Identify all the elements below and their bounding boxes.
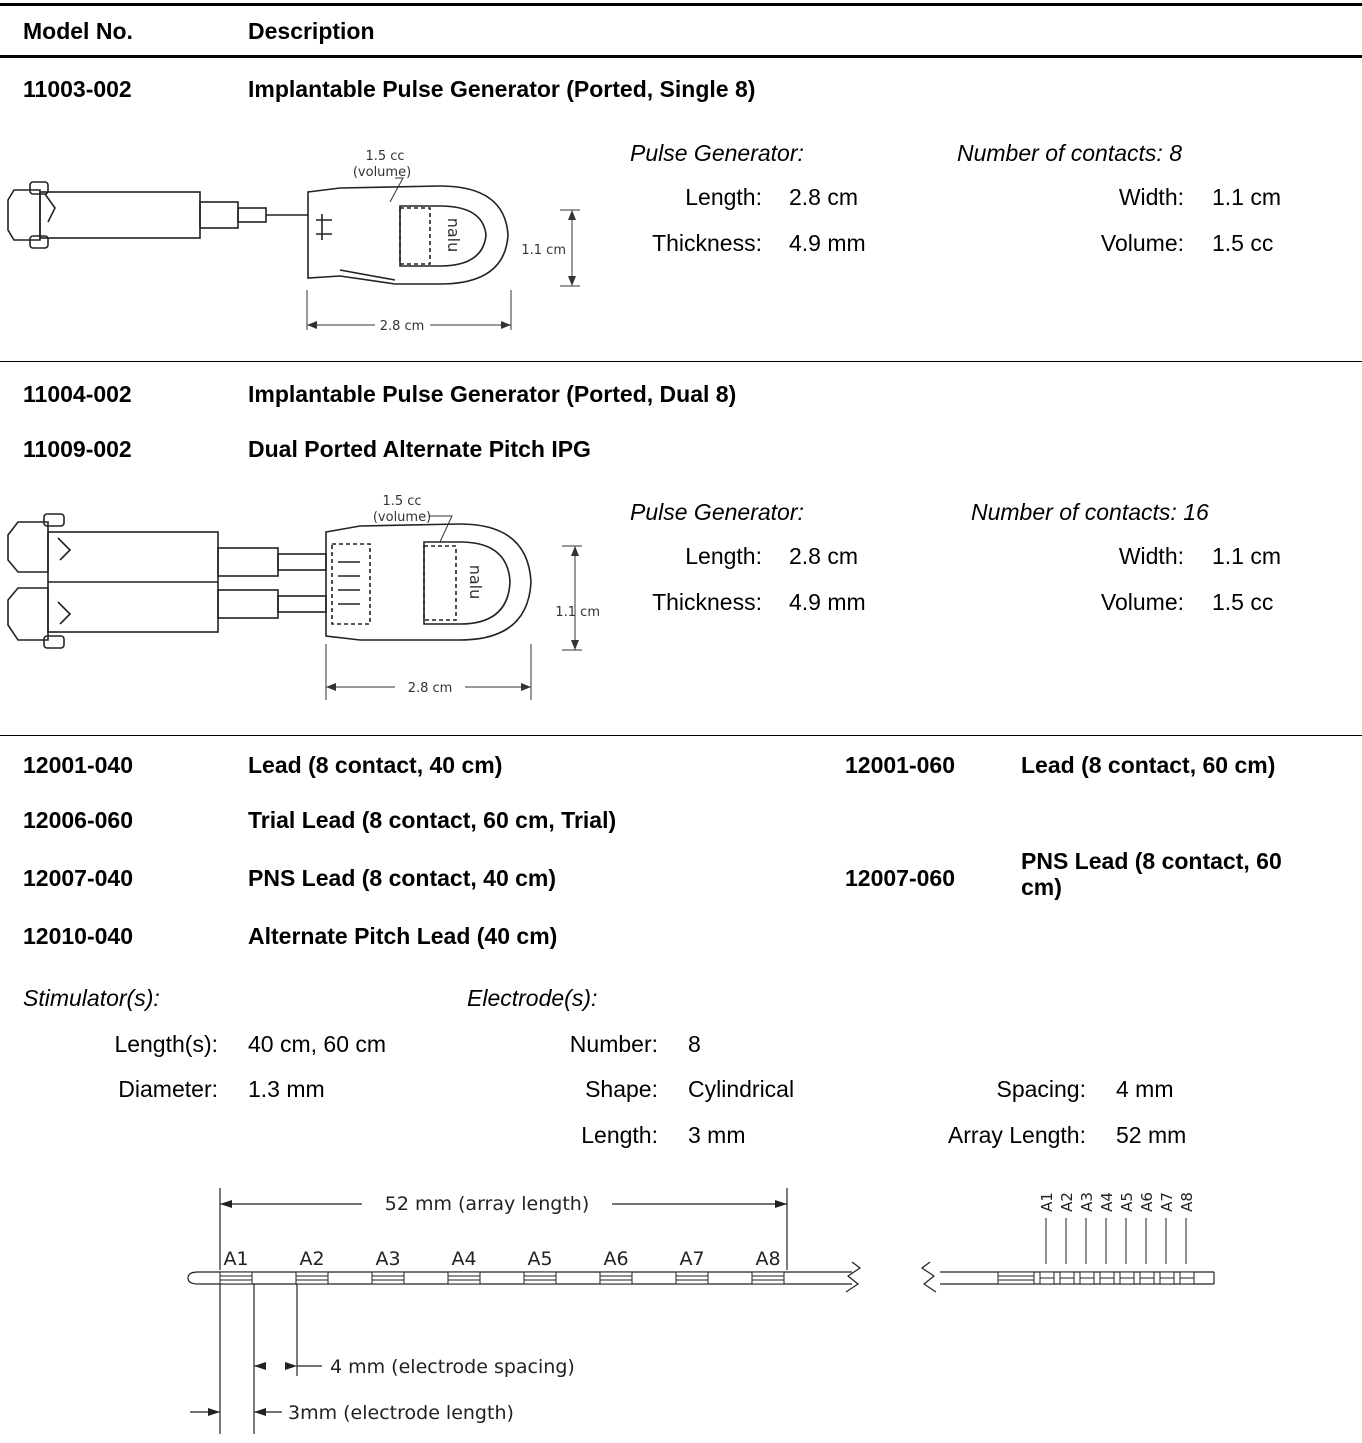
shape-label: Shape: <box>585 1076 658 1102</box>
diameter-value: 1.3 mm <box>248 1076 325 1102</box>
array-length-label: Array Length: <box>947 1122 1086 1148</box>
spec-title: Pulse Generator: <box>630 140 804 166</box>
thickness-label: Thickness: <box>652 589 762 615</box>
header-rule <box>0 55 1362 58</box>
spacing-callout: 4 mm (electrode spacing) <box>330 1356 575 1378</box>
electrode-label: A3 <box>1078 1192 1096 1212</box>
width-label: Width: <box>1118 543 1184 569</box>
stimulator-title: Stimulator(s): <box>23 985 160 1011</box>
electrode-length-value: 3 mm <box>688 1122 746 1148</box>
width-value: 1.1 cm <box>1212 543 1282 569</box>
electrode-label: A5 <box>1118 1192 1136 1212</box>
electrode-label: A5 <box>527 1248 552 1270</box>
volume-callout-sub: (volume) <box>353 165 411 180</box>
thickness-value: 4.9 mm <box>789 230 866 256</box>
array-length-value: 52 mm <box>1116 1122 1187 1148</box>
volume-callout: 1.5 cc <box>382 494 421 509</box>
length-value: 2.8 cm <box>789 543 859 569</box>
model-description: Dual Ported Alternate Pitch IPG <box>248 436 591 462</box>
model-description: PNS Lead (8 contact, 40 cm) <box>248 865 557 891</box>
electrode-label: A4 <box>451 1248 476 1270</box>
volume-value: 1.5 cc <box>1212 589 1274 615</box>
width-label: Width: <box>1118 184 1184 210</box>
section-rule <box>0 735 1362 736</box>
section-rule <box>0 361 1362 362</box>
electrode-title: Electrode(s): <box>467 985 598 1011</box>
length-label: Length: <box>685 184 762 210</box>
diameter-label: Diameter: <box>118 1076 218 1102</box>
model-number: 12006-060 <box>23 807 133 833</box>
number-value: 8 <box>688 1031 701 1057</box>
model-number: 12001-060 <box>845 752 955 778</box>
ipg-dual-drawing: nalu 1.5 cc (volume) 1.1 cm 2.8 cm <box>7 494 600 700</box>
model-description: Trial Lead (8 contact, 60 cm, Trial) <box>248 807 617 833</box>
model-number: 12010-040 <box>23 923 133 949</box>
model-number: 12007-060 <box>845 865 955 891</box>
electrode-length-callout: 3mm (electrode length) <box>288 1402 514 1424</box>
electrode-label: A2 <box>1058 1192 1076 1212</box>
model-number: 12001-040 <box>23 752 133 778</box>
electrode-label: A8 <box>1178 1192 1196 1212</box>
shape-value: Cylindrical <box>688 1076 795 1102</box>
lengths-label: Length(s): <box>114 1031 218 1057</box>
array-length-callout: 52 mm (array length) <box>385 1193 590 1215</box>
electrode-label: A6 <box>1138 1192 1156 1212</box>
model-number: 11003-002 <box>23 76 132 102</box>
electrode-label: A1 <box>1038 1192 1056 1212</box>
model-number: 11009-002 <box>23 436 132 462</box>
contacts-count: Number of contacts: 8 <box>957 140 1182 166</box>
electrode-label: A1 <box>223 1248 248 1270</box>
column-header-description: Description <box>248 18 375 44</box>
height-callout: 1.1 cm <box>555 605 600 620</box>
model-description: Implantable Pulse Generator (Ported, Sin… <box>248 76 756 102</box>
model-description: cm) <box>1021 874 1062 900</box>
spacing-value: 4 mm <box>1116 1076 1174 1102</box>
electrode-label: A2 <box>299 1248 324 1270</box>
electrode-label: A4 <box>1098 1192 1116 1212</box>
model-description: Alternate Pitch Lead (40 cm) <box>248 923 558 949</box>
electrode-label: A7 <box>679 1248 704 1270</box>
electrode-label: A7 <box>1158 1192 1176 1212</box>
spacing-label: Spacing: <box>996 1076 1086 1102</box>
spec-title: Pulse Generator: <box>630 499 804 525</box>
model-description: Lead (8 contact, 40 cm) <box>248 752 503 778</box>
top-rule <box>0 3 1362 6</box>
model-description: Lead (8 contact, 60 cm) <box>1021 752 1276 778</box>
lead-drawing: 52 mm (array length) A1 A2 A3 A4 A5 A6 A… <box>187 1188 1215 1434</box>
model-number: 11004-002 <box>23 381 132 407</box>
number-label: Number: <box>569 1031 658 1057</box>
logo-text: nalu <box>444 218 463 253</box>
volume-value: 1.5 cc <box>1212 230 1274 256</box>
length-callout: 2.8 cm <box>408 681 453 696</box>
volume-label: Volume: <box>1100 230 1184 256</box>
length-value: 2.8 cm <box>789 184 859 210</box>
model-number: 12007-040 <box>23 865 133 891</box>
column-header-model: Model No. <box>23 18 133 44</box>
ipg-single-drawing: nalu 1.5 cc (volume) 1.1 cm 2.8 cm <box>7 149 580 334</box>
contacts-count: Number of contacts: 16 <box>971 499 1209 525</box>
volume-callout-sub: (volume) <box>373 510 431 525</box>
electrode-label: A8 <box>755 1248 780 1270</box>
electrode-label: A3 <box>375 1248 400 1270</box>
length-label: Length: <box>685 543 762 569</box>
logo-text: nalu <box>466 565 485 600</box>
model-description: Implantable Pulse Generator (Ported, Dua… <box>248 381 737 407</box>
electrode-label: A6 <box>603 1248 628 1270</box>
width-value: 1.1 cm <box>1212 184 1282 210</box>
volume-label: Volume: <box>1100 589 1184 615</box>
model-description: PNS Lead (8 contact, 60 <box>1021 848 1282 874</box>
height-callout: 1.1 cm <box>521 243 566 258</box>
lengths-value: 40 cm, 60 cm <box>248 1031 387 1057</box>
volume-callout: 1.5 cc <box>365 149 404 164</box>
thickness-value: 4.9 mm <box>789 589 866 615</box>
electrode-length-label: Length: <box>581 1122 658 1148</box>
thickness-label: Thickness: <box>652 230 762 256</box>
length-callout: 2.8 cm <box>380 319 425 334</box>
